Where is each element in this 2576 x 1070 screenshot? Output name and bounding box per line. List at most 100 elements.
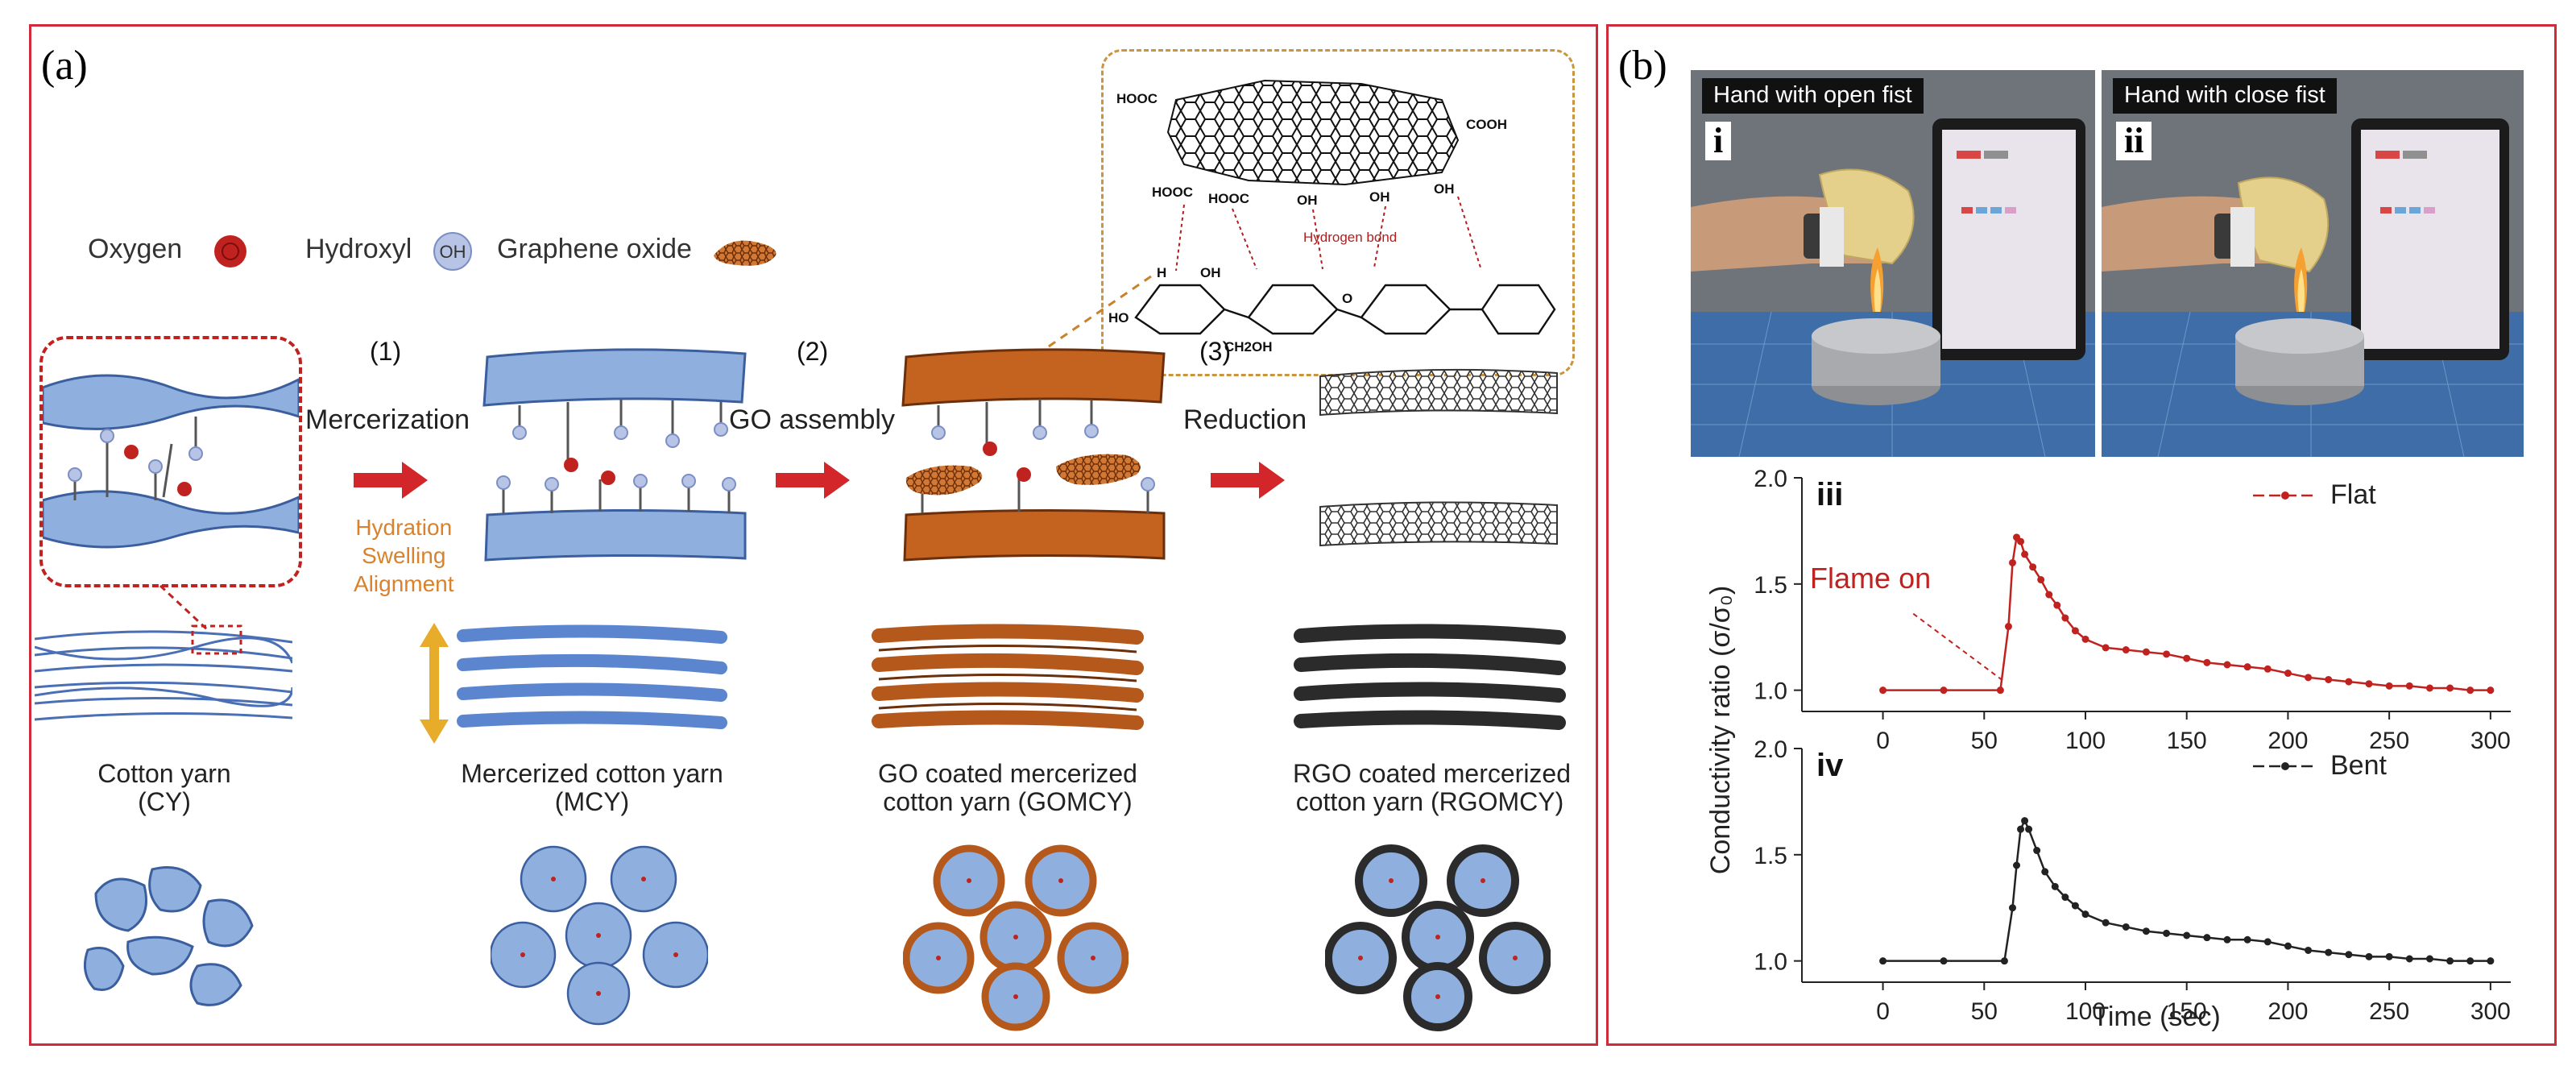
photo-open-fist-scene: [1691, 70, 2095, 457]
oxygen-icon: [214, 235, 246, 268]
legend-graphene-oxide-label: Graphene oxide: [497, 234, 692, 264]
data-point-flat: [2385, 682, 2393, 690]
hydroxyl-icon: OH: [433, 232, 472, 271]
caption-rgo-yarn: RGO coated mercerized cotton yarn (RGOMC…: [1293, 759, 1572, 817]
data-point-bent: [2102, 919, 2110, 927]
legend-label-flat: Flat: [2330, 479, 2376, 510]
data-point-bent: [2061, 894, 2069, 902]
data-point-bent: [1940, 957, 1948, 965]
data-point-flat: [2305, 674, 2313, 682]
y-axis-label: Conductivity ratio (σ/σ₀): [1705, 586, 1736, 874]
data-point-flat: [2487, 686, 2495, 695]
legend-oxygen-label: Oxygen: [88, 234, 183, 264]
x-axis-label: Time (sec): [2092, 1002, 2220, 1032]
data-point-bent: [2223, 935, 2231, 944]
data-point-bent: [2243, 935, 2251, 944]
x-tick-label-iii: 150: [2167, 728, 2207, 754]
data-point-flat: [2045, 591, 2053, 599]
panel-a: (a) Oxygen Hydroxyl OH Graphene oxide HO…: [29, 24, 1598, 1046]
flame-on-pointer: [1912, 612, 2006, 682]
mercerized-fibers-illustration: [482, 348, 747, 562]
rgo-sheets-illustration: [1319, 368, 1558, 547]
cellulose-ch2oh: CH2OH: [1224, 339, 1273, 355]
data-point-bent: [2071, 902, 2079, 910]
subplot-label-iv: iv: [1816, 748, 1844, 783]
legend-hydroxyl-label: Hydroxyl: [305, 234, 412, 264]
inset-group-2: COOH: [1466, 117, 1507, 132]
photo-close-fist: Hand with close fist ii: [2102, 70, 2524, 457]
x-tick-label-iv: 0: [1876, 998, 1890, 1025]
rgomcy-cross-section: [1325, 844, 1551, 1031]
data-point-flat: [2365, 680, 2373, 688]
x-tick-label-iv: 250: [2369, 998, 2409, 1025]
data-point-bent: [2142, 927, 2150, 935]
rgo-yarn-bundle: [1294, 624, 1566, 730]
inset-group-5: OH: [1297, 193, 1318, 208]
inset-group-3: HOOC: [1152, 185, 1193, 200]
x-tick-label-iii: 300: [2470, 728, 2511, 754]
data-point-flat: [2122, 646, 2130, 654]
caption-go-yarn: GO coated mercerized cotton yarn (GOMCY): [878, 759, 1137, 817]
data-point-bent: [2385, 952, 2393, 960]
data-point-flat: [2243, 663, 2251, 671]
x-tick-label-iv: 100: [2065, 998, 2106, 1025]
photo-open-fist-tag: Hand with open fist: [1702, 78, 1924, 114]
step-1-arrow: [354, 462, 428, 499]
gomcy-cross-section: [903, 844, 1129, 1031]
data-point-flat: [2263, 665, 2272, 673]
data-point-bent: [2013, 861, 2021, 869]
cellulose-o: O: [1342, 291, 1352, 306]
data-point-bent: [2017, 825, 2025, 833]
data-point-flat: [2037, 576, 2045, 584]
y-tick-label-iv: 1.0: [1754, 949, 1787, 976]
go-yarn-bundle: [872, 624, 1144, 730]
mcy-cross-section: [491, 845, 708, 1026]
x-tick-label-iv: 300: [2470, 998, 2511, 1025]
photo-close-fist-tag: Hand with close fist: [2113, 78, 2337, 114]
step-2-arrow: [776, 462, 850, 499]
chemical-structure-diagram: HOOC COOH HOOC HOOC OH OH OH Hydrogen bo…: [1108, 79, 1556, 355]
data-point-bent: [2284, 942, 2292, 950]
y-tick-label-iii: 1.5: [1754, 572, 1787, 599]
data-point-bent: [2345, 951, 2353, 959]
data-point-bent: [2263, 938, 2272, 946]
step-2-name: GO assembly: [729, 404, 895, 435]
data-point-flat: [2142, 648, 2150, 656]
data-point-bent: [2008, 904, 2016, 912]
cotton-yarn-bundle: [35, 624, 292, 721]
photo-open-fist: Hand with open fist i: [1691, 70, 2095, 457]
y-tick-label-iii: 2.0: [1754, 466, 1787, 492]
data-point-flat: [1940, 686, 1948, 695]
data-point-flat: [2021, 550, 2029, 558]
x-tick-label-iv: 150: [2167, 998, 2207, 1025]
data-point-flat: [2466, 686, 2475, 695]
cellulose-h: H: [1157, 265, 1166, 280]
data-point-bent: [2305, 946, 2313, 954]
step-1-number: (1): [370, 337, 402, 366]
step-3-number: (3): [1199, 337, 1232, 366]
x-tick-label-iii: 0: [1876, 728, 1890, 754]
flame-on-annotation: Flame on: [1810, 562, 1931, 595]
data-point-flat: [2017, 537, 2025, 545]
hydroxyl-oh-symbol: OH: [440, 242, 466, 262]
legend-marker-flat: [2281, 491, 2289, 500]
step-1-name: Mercerization: [305, 404, 470, 435]
photo-close-fist-roman: ii: [2116, 121, 2152, 161]
data-point-flat: [1996, 686, 2004, 695]
data-point-bent: [2466, 957, 2475, 965]
data-point-bent: [2051, 882, 2059, 890]
data-point-bent: [1879, 957, 1887, 965]
data-point-bent: [2163, 929, 2171, 937]
step-2-number: (2): [797, 337, 829, 366]
data-point-flat: [2203, 658, 2211, 666]
photo-close-fist-scene: [2102, 70, 2524, 457]
data-point-bent: [2183, 931, 2191, 939]
data-point-flat: [2061, 614, 2069, 622]
data-point-flat: [1879, 686, 1887, 695]
inset-group-6: OH: [1369, 189, 1390, 205]
data-point-bent: [2425, 955, 2433, 963]
data-point-flat: [2425, 684, 2433, 692]
panel-a-label: (a): [41, 43, 88, 89]
x-tick-label-iii: 50: [1971, 728, 1998, 754]
x-tick-label-iv: 200: [2267, 998, 2308, 1025]
